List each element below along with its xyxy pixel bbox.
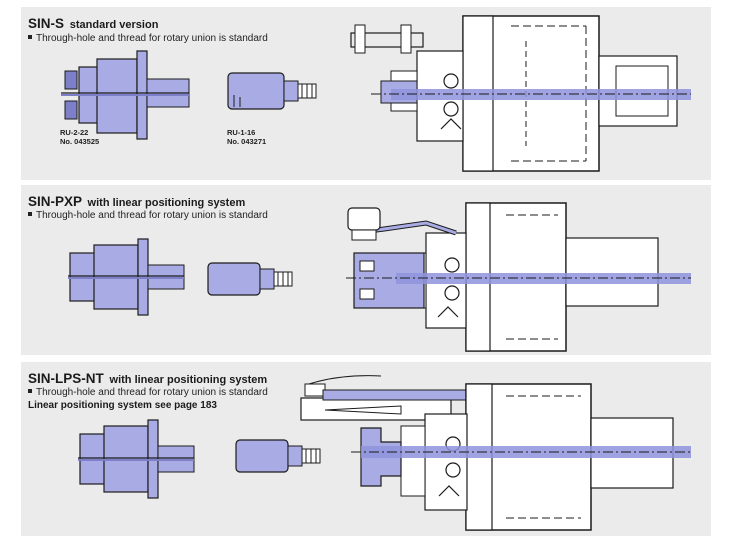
section-subtitle: with linear positioning system — [109, 374, 268, 386]
section-sin-s: SIN-S standard version Through-hole and … — [21, 7, 711, 180]
section-title: SIN-S standard version — [28, 16, 159, 31]
bullet-icon — [28, 212, 32, 217]
rotary-union-ru-1-16-drawing — [227, 72, 317, 110]
page-reference-note: Linear positioning system see page 183 — [28, 400, 217, 411]
section-sin-lps-nt: SIN-LPS-NT with linear positioning syste… — [21, 362, 711, 536]
section-subtitle: with linear positioning system — [87, 197, 246, 209]
rotary-union-large-drawing — [78, 419, 195, 499]
cylinder-sectional-drawing — [350, 15, 691, 172]
section-sin-pxp: SIN-PXP with linear positioning system T… — [21, 185, 711, 355]
bullet-icon — [28, 35, 32, 40]
cylinder-with-lps-drawing — [300, 375, 691, 531]
feature-bullet: Through-hole and thread for rotary union… — [28, 33, 268, 44]
section-title: SIN-PXP with linear positioning system — [28, 194, 246, 209]
feature-bullet: Through-hole and thread for rotary union… — [28, 210, 268, 221]
rotary-union-ru-2-22-drawing — [61, 50, 190, 140]
rotary-union-small-drawing — [235, 439, 321, 473]
bullet-icon — [28, 389, 32, 394]
section-title: SIN-LPS-NT with linear positioning syste… — [28, 371, 268, 386]
cylinder-with-positioning-drawing — [346, 202, 691, 352]
rotary-union-large-drawing — [68, 238, 185, 316]
feature-bullet: Through-hole and thread for rotary union… — [28, 387, 268, 398]
section-subtitle: standard version — [69, 19, 159, 31]
rotary-union-small-drawing — [207, 262, 293, 296]
